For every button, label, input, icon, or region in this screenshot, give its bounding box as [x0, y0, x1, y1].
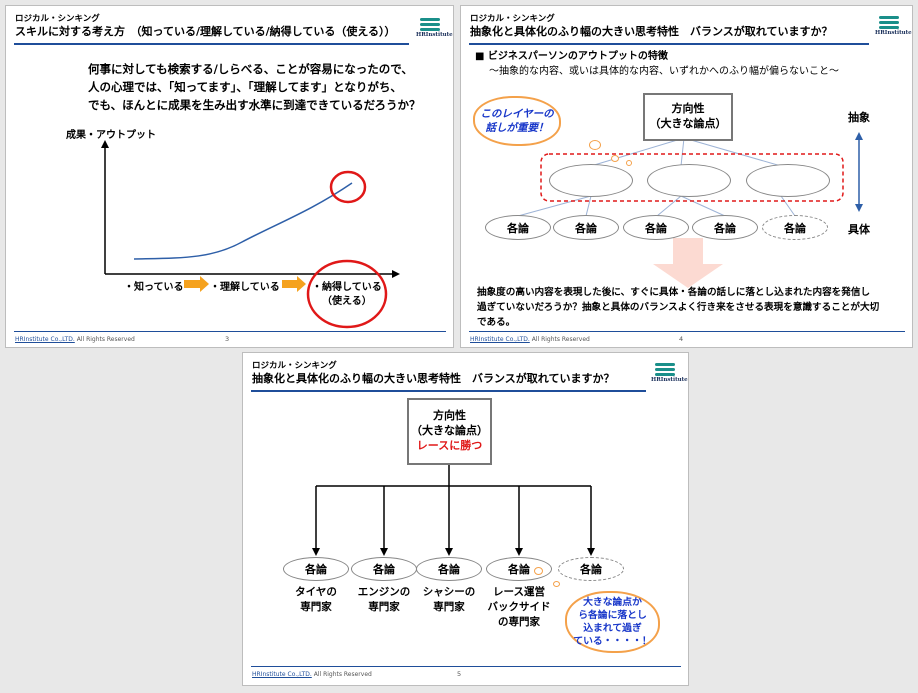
stage-usable: （使える） — [322, 296, 372, 307]
conclusion-line-3: である。 — [477, 317, 516, 328]
expert-chassis: シャシーの専門家 — [422, 586, 476, 614]
conclusion-line-2: 過ぎていないだろうか？抽象と具体のバランスよく行き来をさせる表現を意識することが… — [477, 302, 880, 313]
header-rule — [14, 43, 409, 45]
leaf-oval-2: 各論 — [553, 215, 619, 240]
abstract-label: 抽象 — [848, 111, 870, 124]
concrete-label: 具体 — [848, 223, 870, 236]
mid-layer-oval-2 — [647, 164, 731, 197]
expert-operations: レース運営バックサイドの専門家 — [487, 586, 551, 629]
slide-4[interactable]: ロジカル・シンキング 抽象化と具体化のふり幅の大きい思考特性 バランスが取れてい… — [460, 5, 913, 348]
slide-subtitle: ロジカル・シンキング — [15, 14, 100, 24]
y-axis-label: 成果・アウトプット — [66, 130, 156, 141]
stage-knowing: ・知っている — [124, 282, 184, 293]
callout-bubble-large — [589, 140, 601, 150]
callout-cloud: このレイヤーの話しが重要！ — [473, 96, 561, 146]
leaf-oval-1: 各論 — [485, 215, 551, 240]
footer-copyright: HRInstitute Co.,LTD. All Rights Reserved — [470, 336, 590, 343]
slide-title: 抽象化と具体化のふり幅の大きい思考特性 バランスが取れていますか？ — [252, 372, 615, 385]
stage-understanding: ・理解している — [210, 282, 280, 293]
leaf-oval-5: 各論 — [762, 215, 828, 240]
slide-subtitle: ロジカル・シンキング — [252, 361, 337, 371]
tree-diagram — [312, 465, 595, 556]
hrinstitute-logo: HRInstitute — [875, 14, 912, 40]
footer-copyright: HRInstitute Co.,LTD. All Rights Reserved — [15, 336, 135, 343]
footer-rule — [469, 331, 905, 332]
slide-3[interactable]: ロジカル・シンキング スキルに対する考え方 （知っている/理解している/納得して… — [5, 5, 454, 348]
callout-bubble-small — [611, 155, 619, 162]
page-number: 4 — [679, 335, 684, 343]
page-number: 5 — [457, 670, 462, 678]
header-rule — [251, 390, 646, 392]
mid-layer-oval-1 — [549, 164, 633, 197]
callout-bubble-tiny — [626, 160, 632, 166]
intro-line-1: 何事に対しても検索する/しらべる、ことが容易になったので、 — [88, 62, 413, 76]
leaf-oval-extra: 各論 — [558, 557, 624, 581]
footer-copyright: HRInstitute Co.,LTD. All Rights Reserved — [252, 671, 372, 678]
slide-5[interactable]: ロジカル・シンキング 抽象化と具体化のふり幅の大きい思考特性 バランスが取れてい… — [242, 352, 689, 686]
stage-convinced: ・納得している — [312, 282, 382, 293]
expert-engine: エンジンの専門家 — [357, 586, 411, 614]
intro-line-2: 人の心理では、「知ってます」、「理解してます」となりがち、 — [88, 80, 402, 94]
hrinstitute-logo: HRInstitute — [651, 361, 688, 387]
page-number: 3 — [225, 335, 230, 343]
slide-title: スキルに対する考え方 （知っている/理解している/納得している（使える）） — [15, 25, 396, 38]
bullet-heading: ■ ビジネスパーソンのアウトプットの特徴 — [475, 51, 668, 62]
leaf-oval-engine: 各論 — [351, 557, 417, 581]
layer-diagram — [517, 132, 863, 288]
callout-cloud: 大きな論点か ら各論に落とし 込まれて過ぎ ている・・・・！ — [565, 591, 660, 653]
header-rule — [469, 43, 869, 45]
slide-subtitle: ロジカル・シンキング — [470, 14, 555, 24]
leaf-oval-4: 各論 — [692, 215, 758, 240]
leaf-oval-3: 各論 — [623, 215, 689, 240]
intro-line-3: でも、ほんとに成果を生み出す水準に到達できているだろうか？ — [88, 98, 421, 112]
callout-bubble-small — [553, 581, 560, 587]
conclusion-line-1: 抽象度の高い内容を表現した後に、すぐに具体・各論の話しに落とし込まれた内容を発信… — [477, 287, 871, 298]
growth-curve-chart — [101, 140, 400, 329]
footer-rule — [14, 331, 446, 332]
hrinstitute-logo: HRInstitute — [416, 16, 453, 42]
footer-rule — [251, 666, 681, 667]
mid-layer-oval-3 — [746, 164, 830, 197]
leaf-oval-chassis: 各論 — [416, 557, 482, 581]
direction-box: 方向性 （大きな論点） レースに勝つ — [407, 398, 492, 465]
expert-tire: タイヤの専門家 — [295, 586, 337, 614]
slide-title: 抽象化と具体化のふり幅の大きい思考特性 バランスが取れていますか？ — [470, 25, 833, 38]
callout-bubble-large — [534, 567, 543, 575]
direction-box: 方向性 （大きな論点） — [643, 93, 733, 141]
bullet-subtext: ～抽象的な内容、或いは具体的な内容、いずれかへのふり幅が偏らないこと～ — [489, 66, 839, 77]
leaf-oval-tire: 各論 — [283, 557, 349, 581]
